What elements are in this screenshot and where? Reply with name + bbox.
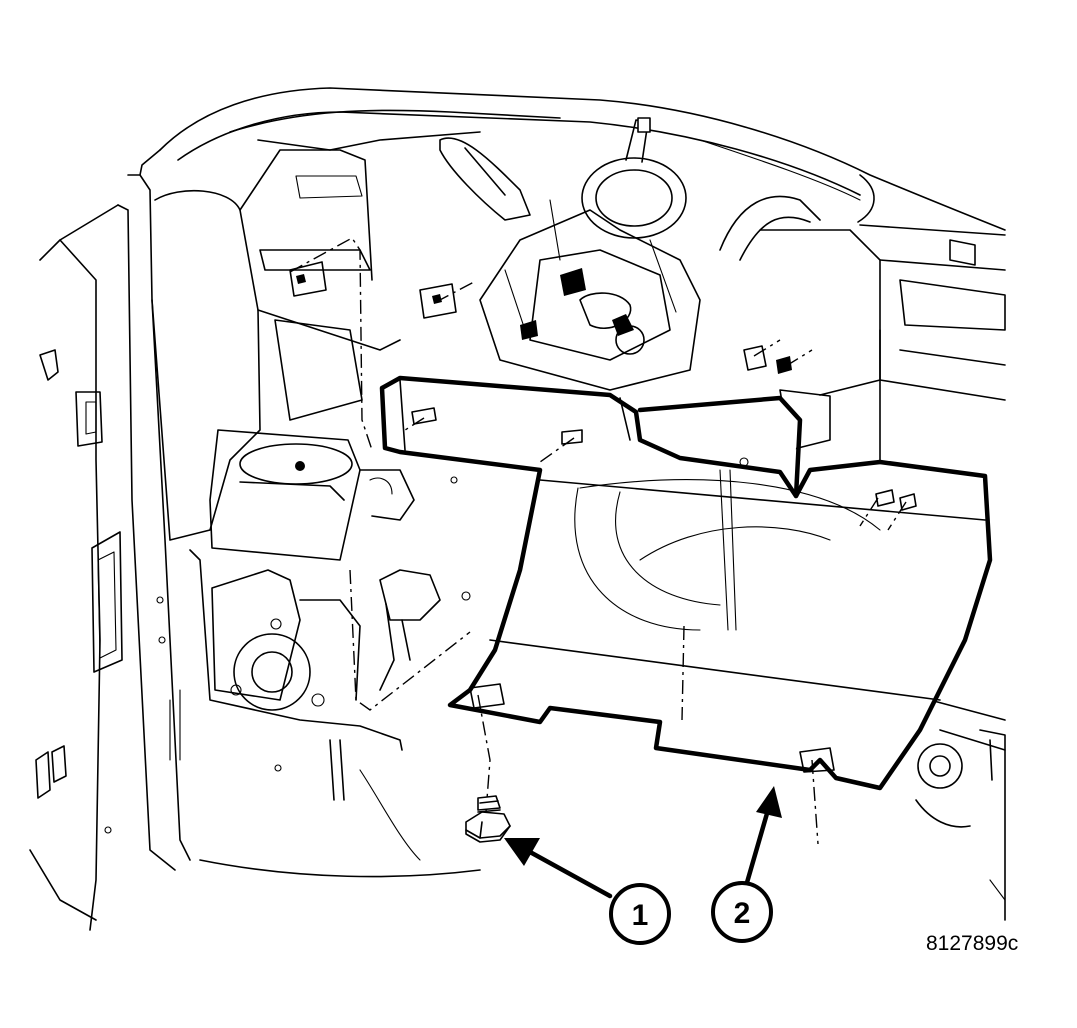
lower-right-body (199, 699, 1006, 921)
left-body-panel (29, 149, 191, 931)
right-panel-section (743, 224, 1006, 461)
callout-1: 1 (609, 883, 671, 945)
steering-column-cover (379, 375, 993, 791)
lower-storage-pocket (209, 429, 415, 561)
dashboard-top-pad (159, 87, 1006, 231)
figure-id: 8127899c (926, 932, 1019, 955)
alignment-lines (289, 237, 907, 845)
left-end-cap (151, 149, 457, 541)
callout-2-label: 2 (734, 897, 751, 930)
screw-bolt (465, 795, 511, 843)
callout-2: 2 (711, 881, 773, 943)
lower-support-bracket (189, 549, 441, 801)
callout-1-label: 1 (632, 899, 649, 932)
steering-column (439, 117, 821, 391)
leader-arrows (504, 786, 782, 899)
